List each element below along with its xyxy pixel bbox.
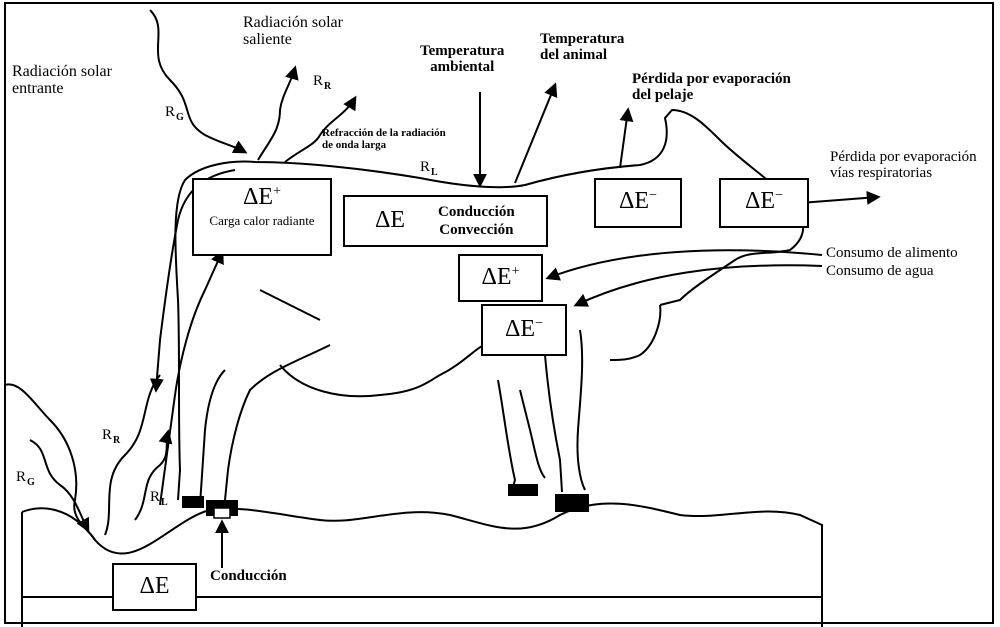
food-heat-gain-box: ΔE+ — [458, 254, 543, 302]
respiratory-evaporation-label: Pérdida por evaporación vías respiratori… — [830, 150, 977, 182]
ground-reflected-arrow — [105, 375, 160, 535]
conduction-convection-box: ΔE Conducción Convección — [343, 195, 548, 247]
ground-conduction-label: Conducción — [210, 569, 287, 585]
symbol-rg-low: RG — [16, 470, 34, 486]
food-intake-label: Consumo de alimento — [826, 246, 958, 262]
radiant-caption: Carga calor radiante — [194, 213, 330, 229]
cow-flank — [260, 290, 320, 320]
longwave-refraction-label: Refracción de la radiación de onda larga — [322, 128, 446, 151]
water-heat-loss-box: ΔE− — [481, 304, 567, 356]
cow-hind-leg — [498, 380, 545, 490]
incoming-radiation-arrow — [150, 10, 245, 152]
hoof-back-left — [182, 496, 204, 508]
hoof-hind — [508, 484, 538, 496]
conduction-line: Conducción — [438, 203, 515, 221]
incoming-solar-label: Radiación solar entrante — [12, 64, 112, 98]
animal-temp-arrow — [515, 85, 555, 183]
outgoing-solar-label: Radiación solar saliente — [243, 15, 343, 49]
conduction-text: Conducción Convección — [438, 203, 515, 239]
water-intake-label: Consumo de agua — [826, 264, 933, 280]
cow-belly — [280, 340, 500, 396]
convection-line: Convección — [438, 221, 515, 239]
symbol-rr-top: RR — [313, 74, 330, 90]
respiratory-evaporation-arrow — [800, 197, 878, 203]
symbol-rl-low: RL — [150, 490, 167, 506]
coat-evaporation-arrow — [620, 110, 628, 168]
ground-incoming-arrow — [30, 440, 88, 530]
hoof-contact-marker — [214, 508, 230, 518]
hoof-front — [555, 494, 589, 512]
symbol-rl-top: RL — [420, 160, 437, 176]
symbol-rg-top: RG — [165, 105, 183, 121]
ground-energy-box: ΔE — [112, 563, 197, 611]
radiant-delta: ΔE+ — [194, 184, 330, 211]
animal-temp-label: Temperatura del animal — [540, 32, 624, 64]
back-heat-loss-box: ΔE− — [594, 178, 682, 228]
head-heat-loss-box: ΔE− — [719, 178, 809, 228]
ambient-temp-label: Temperatura ambiental — [420, 44, 504, 76]
outgoing-radiation-arrow — [258, 68, 295, 160]
symbol-rr-low: RR — [102, 428, 119, 444]
reflected-radiation-arrow — [160, 252, 222, 505]
conduction-delta: ΔE — [375, 207, 405, 234]
radiant-heat-load-box: ΔE+ Carga calor radiante — [192, 178, 332, 256]
coat-evaporation-label: Pérdida por evaporación del pelaje — [632, 72, 791, 104]
